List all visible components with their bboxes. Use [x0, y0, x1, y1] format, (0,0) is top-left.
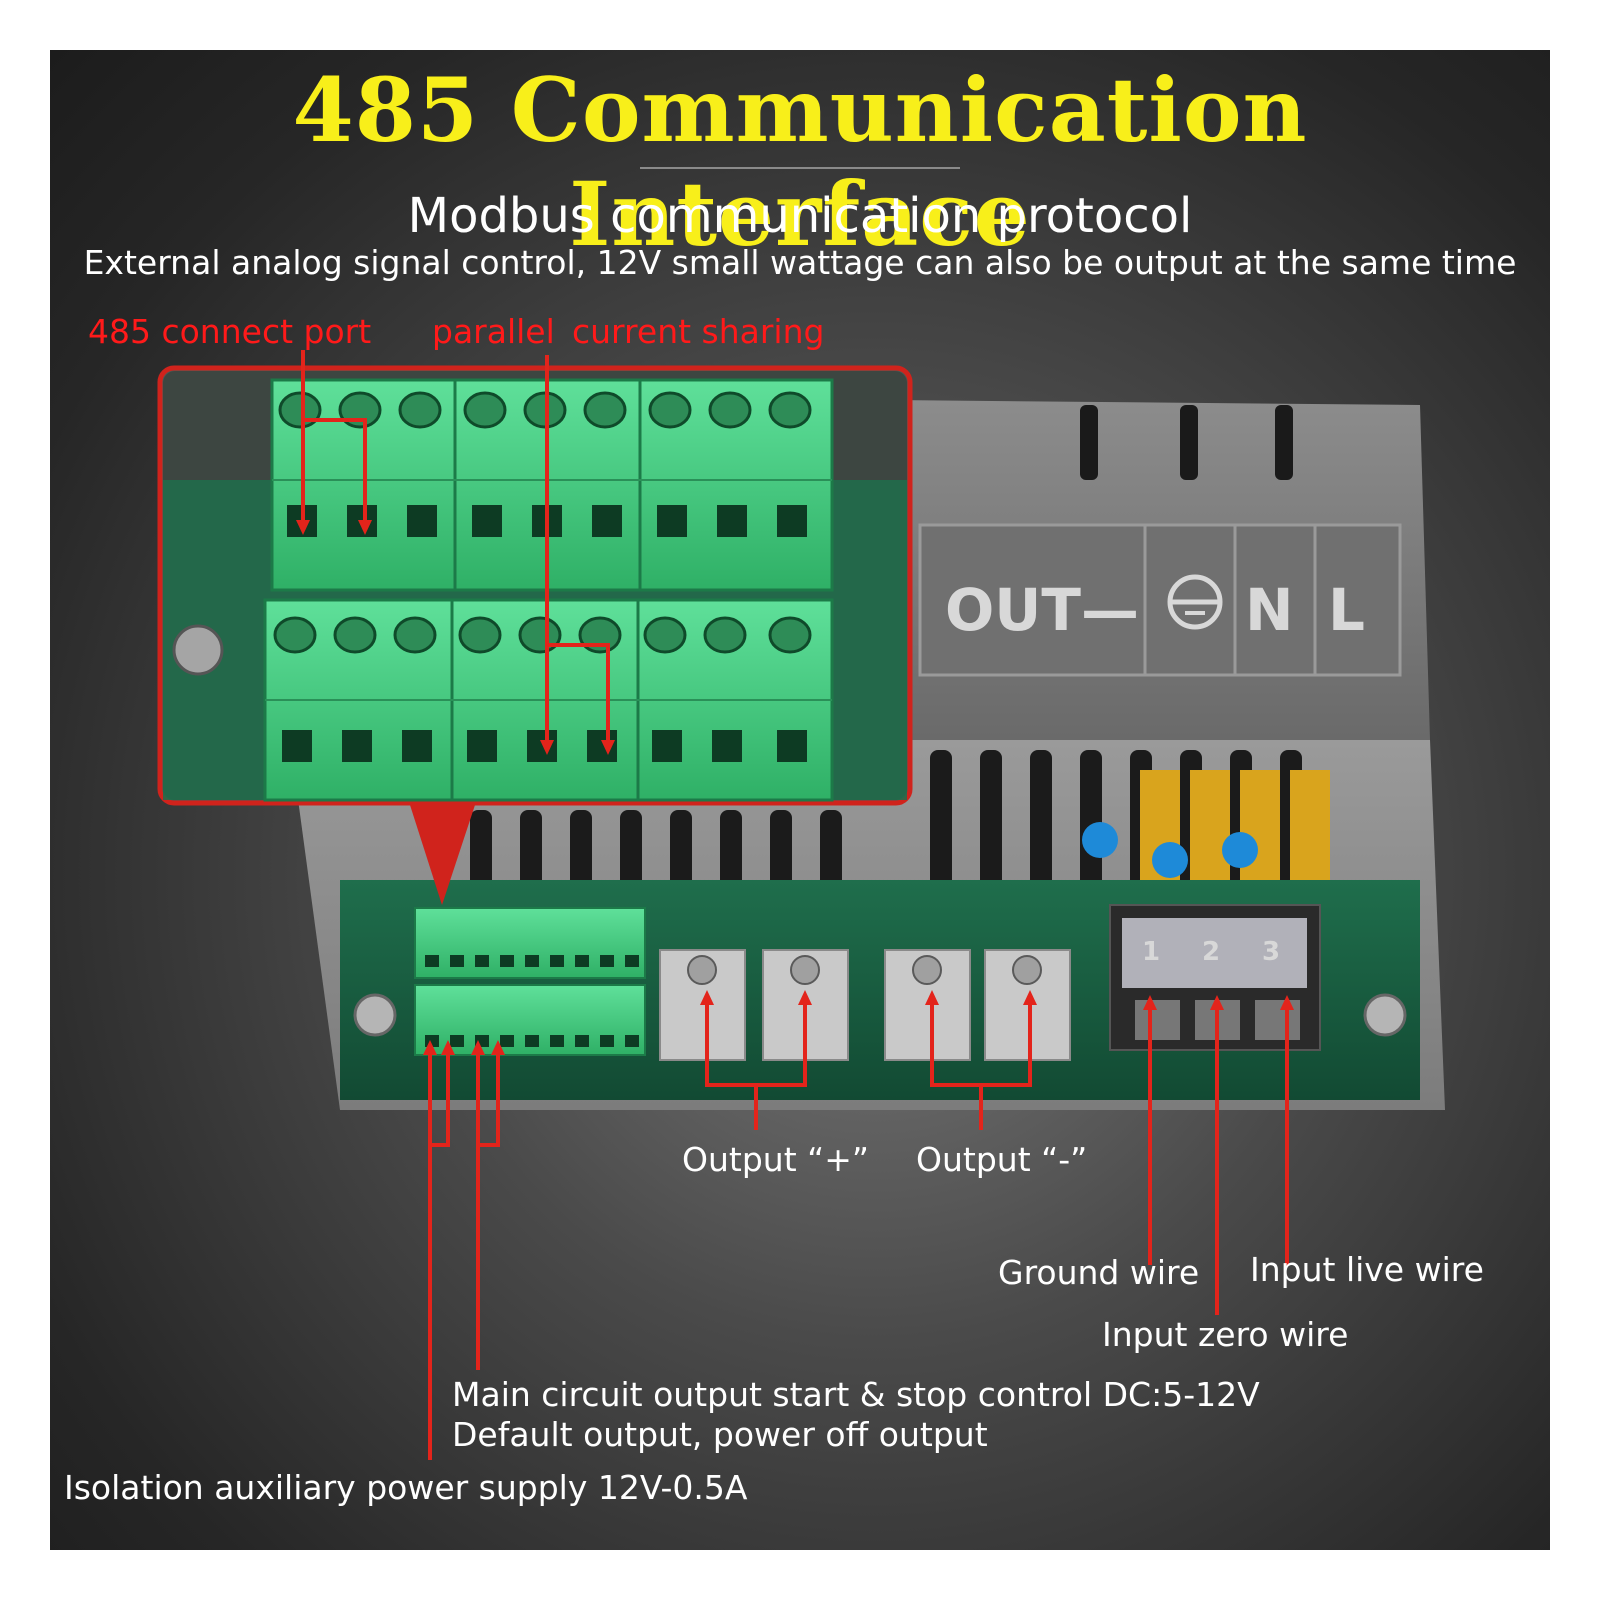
small-terminal-block — [414, 907, 646, 1056]
screw-icon — [353, 993, 397, 1037]
neutral-label: N — [1245, 576, 1294, 644]
label-parallel: parallel — [432, 312, 555, 351]
label-isolation-supply: Isolation auxiliary power supply 12V-0.5… — [64, 1468, 748, 1507]
label-output-minus: Output “-” — [916, 1140, 1088, 1179]
terminal-3-label: 3 — [1262, 937, 1280, 967]
zoom-inset — [157, 365, 913, 806]
main-circuit-control-text: Main circuit output start & stop control… — [452, 1375, 1260, 1455]
label-input-live-wire: Input live wire — [1250, 1250, 1484, 1289]
out-minus-label: OUT— — [945, 576, 1139, 644]
label-current-sharing: current sharing — [572, 312, 825, 351]
page-title: 485 Communication Interface — [292, 58, 1308, 266]
zoom-pointer — [410, 805, 475, 905]
subtitle: Modbus communication protocol — [407, 188, 1193, 244]
product-image: OUT— N L 1 2 3 485 Communication Interfa… — [50, 50, 1550, 1550]
power-supply-illustration: OUT— N L 1 2 3 — [157, 350, 1445, 1460]
label-ground-wire: Ground wire — [998, 1253, 1200, 1292]
annotation-arrowheads — [296, 520, 1294, 1055]
top-vents — [1080, 405, 1293, 480]
main-circuit-line-1: Main circuit output start & stop control… — [452, 1375, 1260, 1414]
terminal-2-label: 2 — [1202, 937, 1220, 967]
main-circuit-line-2: Default output, power off output — [452, 1415, 988, 1454]
screw-icon — [172, 624, 224, 676]
description: External analog signal control, 12V smal… — [83, 243, 1517, 282]
label-output-plus: Output “+” — [682, 1140, 869, 1179]
label-485-connect-port: 485 connect port — [88, 312, 372, 351]
psu-label-panel — [918, 523, 1402, 677]
title-divider — [640, 167, 960, 169]
ground-symbol-icon — [1167, 574, 1223, 630]
label-input-zero-wire: Input zero wire — [1102, 1315, 1349, 1354]
terminal-1-label: 1 — [1142, 937, 1160, 967]
screw-icon — [1363, 993, 1407, 1037]
live-label: L — [1328, 576, 1365, 644]
annotation-lines — [301, 350, 1289, 1460]
